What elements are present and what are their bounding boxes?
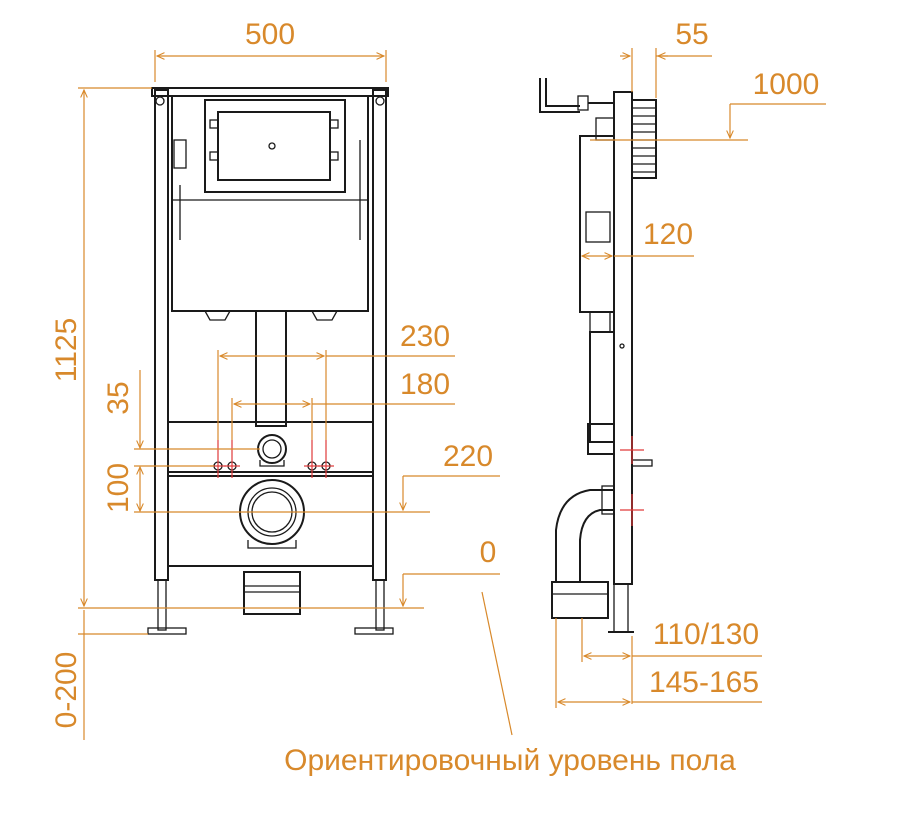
dim-120: 120	[643, 218, 693, 251]
dim-100: 100	[102, 463, 135, 513]
floor-level-caption: Ориентировочный уровень пола	[284, 744, 736, 777]
dim-145-165: 145-165	[649, 666, 759, 699]
dim-180: 180	[400, 368, 450, 401]
dim-220: 220	[443, 440, 493, 473]
dim-adjustment: 0-200	[50, 652, 83, 729]
side-dimensions: 55 1000 120 110/130 145-165	[555, 18, 826, 708]
dim-55: 55	[675, 18, 708, 51]
right-post	[372, 89, 387, 581]
top-rail	[151, 87, 389, 97]
dim-110-130: 110/130	[653, 618, 759, 651]
dim-width: 500	[245, 18, 295, 51]
dim-1000: 1000	[753, 68, 820, 101]
dim-zero: 0	[480, 536, 497, 569]
side-view	[539, 78, 657, 633]
left-post	[154, 89, 169, 581]
crossbar-upper	[167, 421, 374, 473]
threaded-rod	[631, 99, 657, 179]
crossbar-lower	[167, 475, 374, 567]
flush-opening	[217, 111, 331, 181]
flush-pipe	[255, 310, 287, 427]
front-dimensions: 500 1125 0-200 230 180 35 100 220	[50, 18, 513, 740]
front-view	[147, 87, 394, 635]
dim-height: 1125	[50, 318, 83, 383]
cistern-side	[579, 135, 615, 313]
drain-pipe	[243, 571, 301, 615]
side-drain	[551, 581, 609, 619]
elbow-pipe	[555, 489, 614, 582]
dim-35: 35	[102, 381, 135, 414]
dim-230: 230	[400, 320, 450, 353]
